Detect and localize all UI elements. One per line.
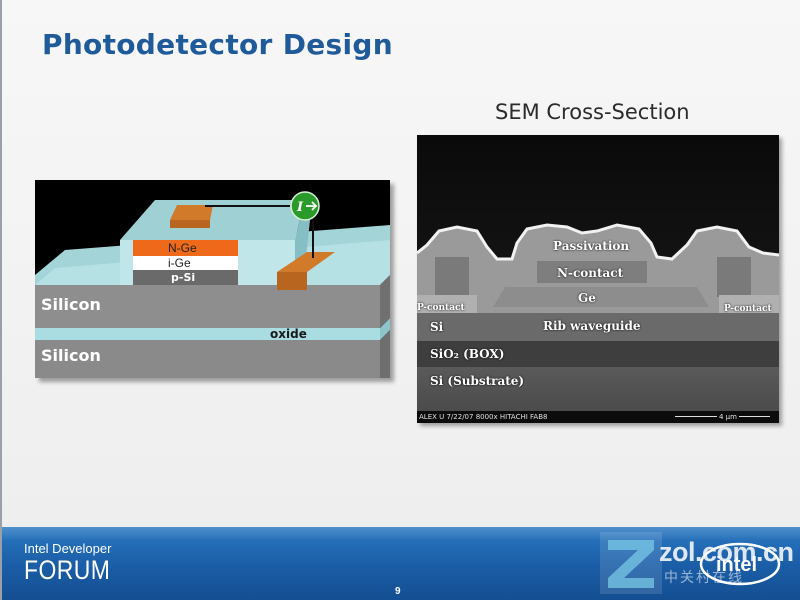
rib-waveguide-label: Rib waveguide — [543, 319, 641, 333]
silicon-bottom-label: Silicon — [41, 346, 101, 365]
footer-bar: Intel Developer FORUM 9 zol.com.cn 中关村在线… — [2, 527, 800, 600]
ge-region — [493, 287, 709, 307]
brand-top: Intel Developer — [24, 541, 111, 556]
oxide-label: oxide — [270, 327, 307, 341]
intel-logo-text: intel — [716, 554, 757, 576]
sem-image: Passivation N-contact Ge P-contact P-con… — [417, 135, 779, 423]
silicon-top-label: Silicon — [41, 295, 101, 314]
photodetector-diagram: I N-Ge i-Ge p-Si Silicon oxide Silicon — [35, 180, 390, 378]
passivation-label: Passivation — [553, 239, 629, 253]
current-symbol: I — [296, 200, 304, 215]
sem-heading: SEM Cross-Section — [495, 100, 690, 124]
p-contact-left-label: P-contact — [417, 303, 465, 313]
n-contact-pad — [170, 205, 213, 220]
i-ge-label: i-Ge — [168, 256, 191, 270]
oxide-layer — [35, 328, 380, 340]
brand-bottom: FORUM — [24, 555, 110, 586]
n-ge-label: N-Ge — [168, 241, 197, 255]
p-si-label: p-Si — [171, 271, 195, 284]
sem-info-bar: ALEX U 7/22/07 8000x HITACHI FAB8 4 μm — [417, 411, 779, 423]
intel-logo-icon: intel — [698, 539, 782, 589]
n-contact-label: N-contact — [557, 266, 623, 280]
si-label: Si — [430, 320, 443, 334]
ge-label: Ge — [578, 291, 596, 305]
page-number: 9 — [395, 586, 401, 597]
si-substrate-label: Si (Substrate) — [430, 374, 524, 388]
sem-info-text: ALEX U 7/22/07 8000x HITACHI FAB8 — [419, 413, 547, 421]
zol-logo-icon — [600, 532, 662, 594]
slide-title: Photodetector Design — [42, 28, 393, 61]
p-contact-right-label: P-contact — [724, 304, 772, 314]
photodetector-illustration: I N-Ge i-Ge p-Si Silicon oxide Silicon — [35, 180, 390, 378]
sio2-box-label: SiO₂ (BOX) — [430, 347, 504, 361]
scale-text: 4 μm — [717, 411, 739, 423]
